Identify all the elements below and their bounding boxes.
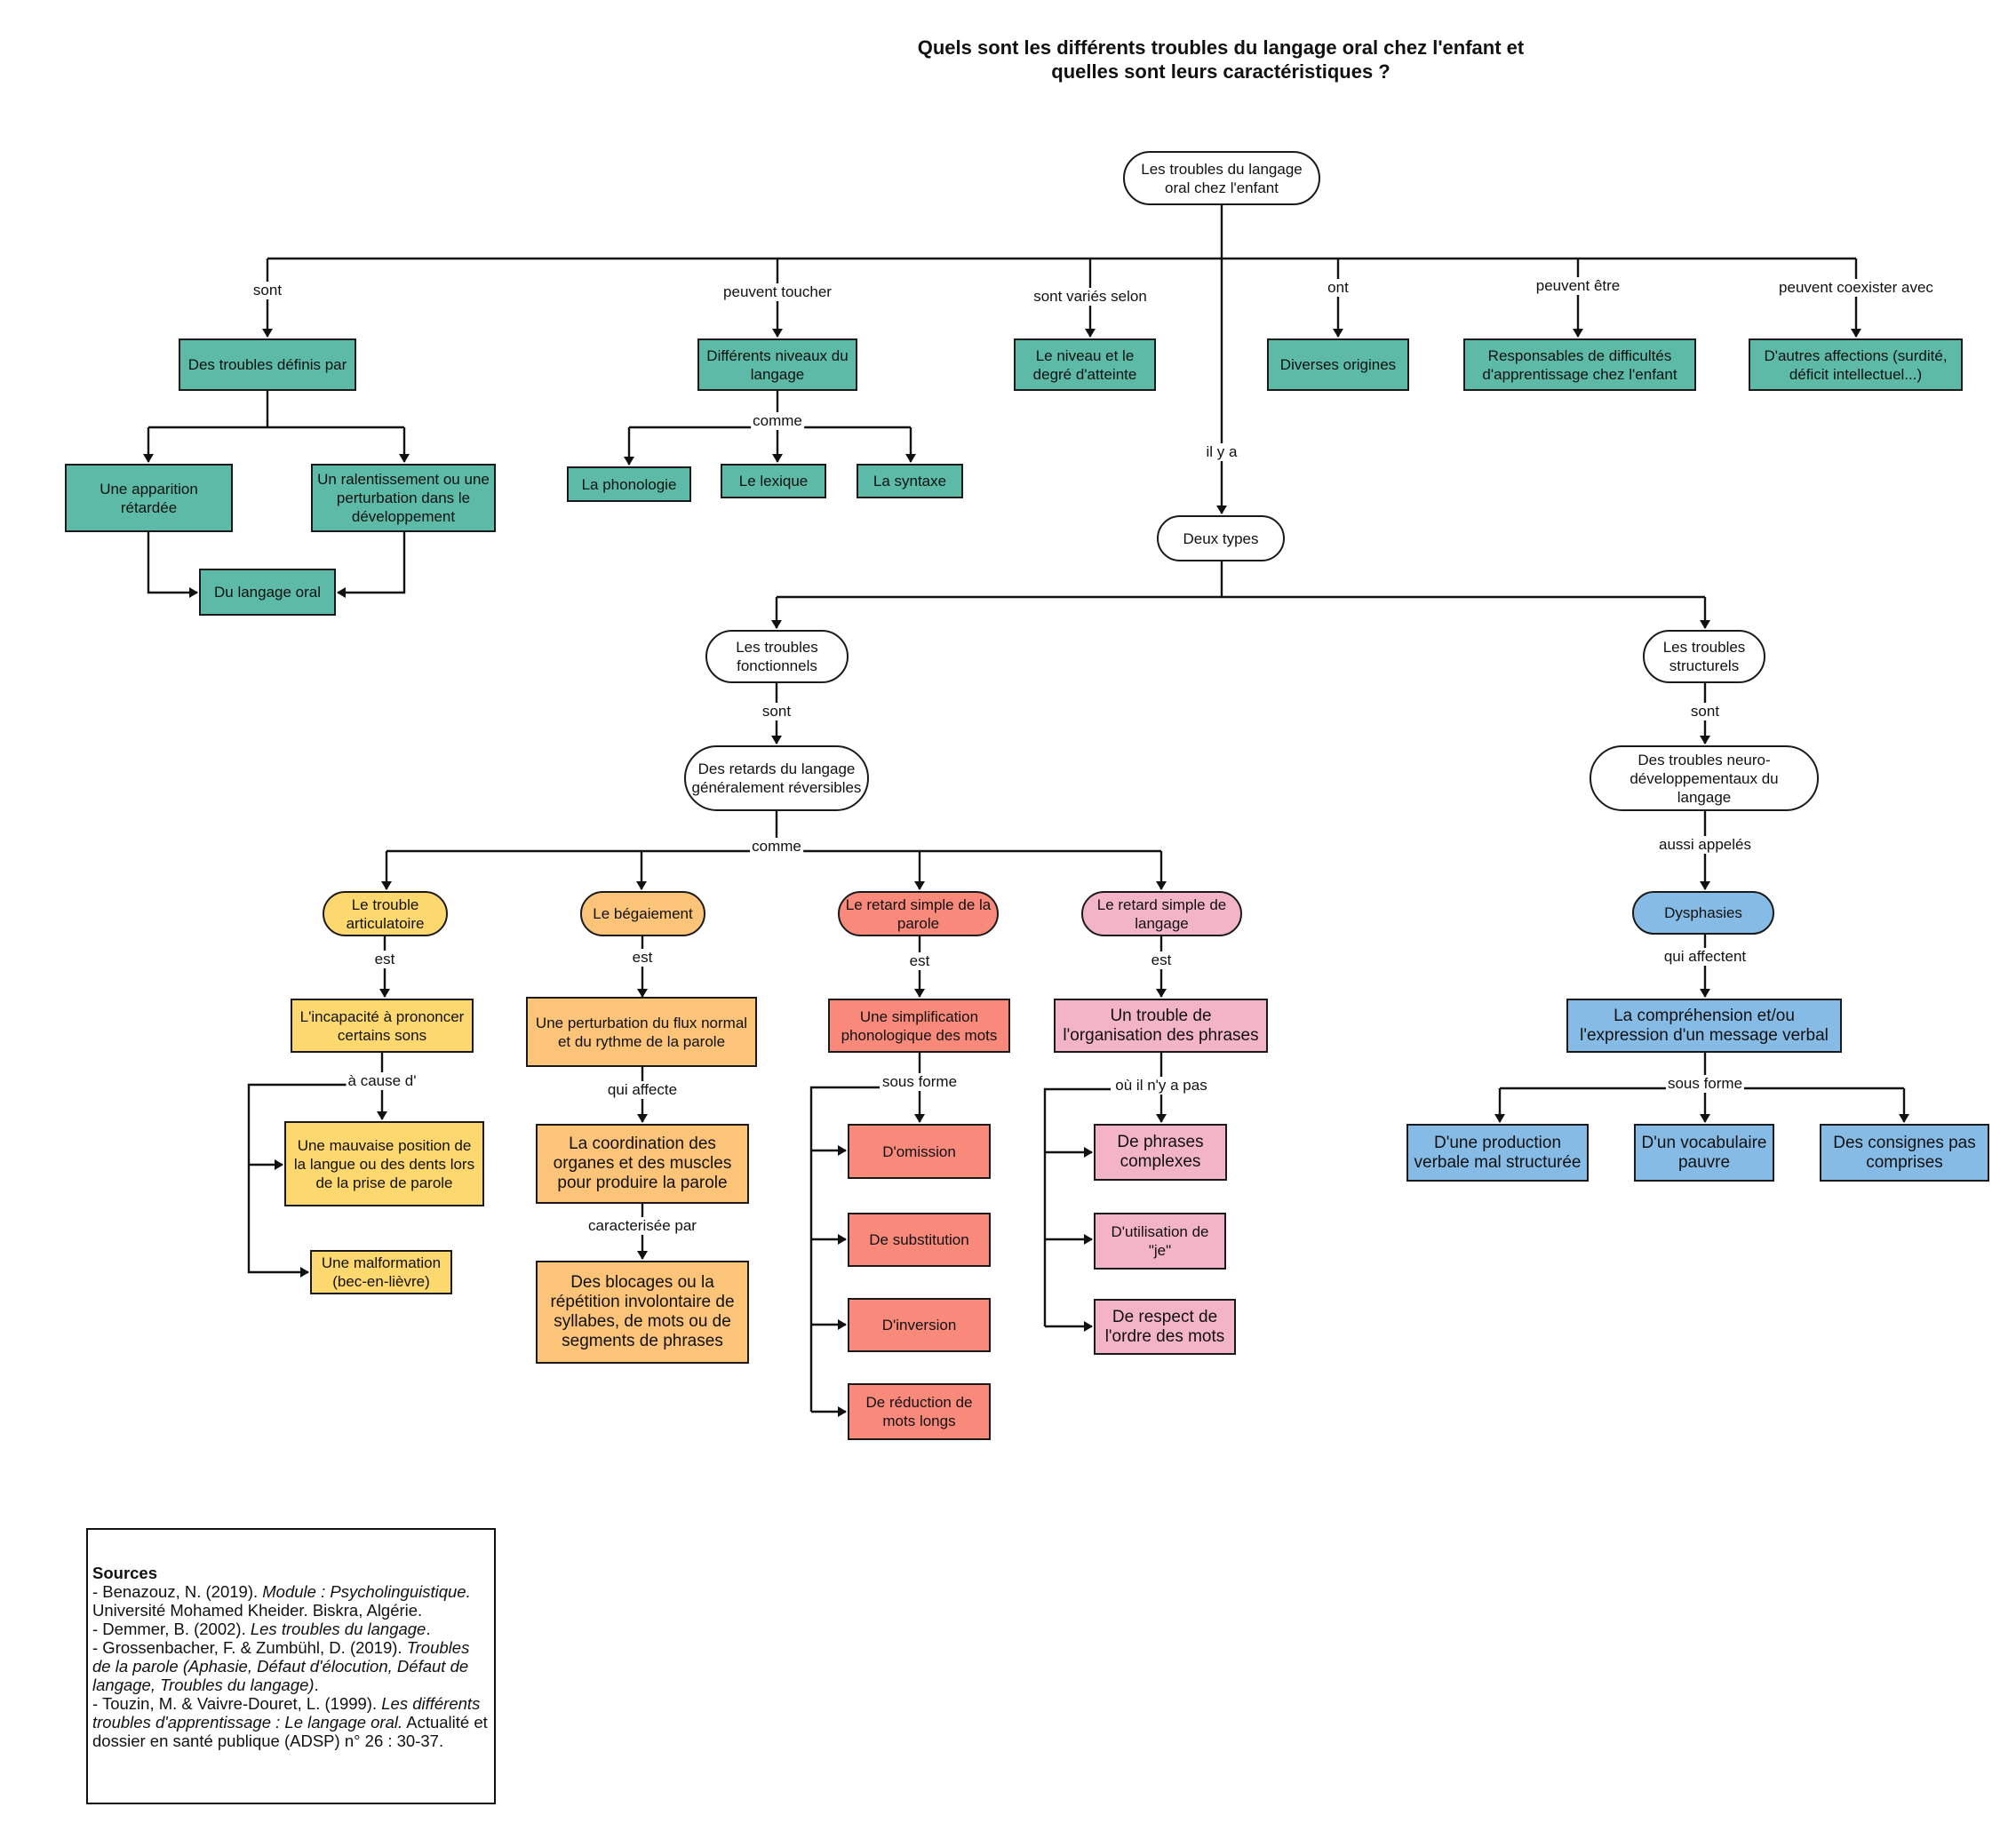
source-ref-1-publisher: Université Mohamed Kheider. Biskra, Algé… xyxy=(92,1601,423,1620)
source-ref-2: - Demmer, B. (2002). Les troubles du lan… xyxy=(92,1620,490,1638)
node-troubles-fonctionnels[interactable]: Les troubles fonctionnels xyxy=(705,630,849,683)
diagram-title: Quels sont les différents troubles du la… xyxy=(777,36,1665,84)
title-line-2: quelles sont leurs caractéristiques ? xyxy=(1051,60,1390,83)
edge-label-qui-affectent: qui affectent xyxy=(1661,948,1749,966)
edge-label-peuvent-toucher: peuvent toucher xyxy=(721,283,833,301)
node-apparition-retardee[interactable]: Une apparition rétardée xyxy=(65,464,233,532)
node-consignes-pas-comprises[interactable]: Des consignes pas comprises xyxy=(1820,1124,1989,1182)
source-ref-2-title: Les troubles du langage xyxy=(250,1620,426,1638)
node-niveau-degre[interactable]: Le niveau et le degré d'atteinte xyxy=(1014,338,1156,391)
node-organisation-phrases[interactable]: Un trouble de l'organisation des phrases xyxy=(1054,999,1268,1053)
edge-label-sous-forme-parole: sous forme xyxy=(880,1073,960,1091)
node-phonologie[interactable]: La phonologie xyxy=(567,466,691,502)
node-inversion[interactable]: D'inversion xyxy=(848,1298,991,1352)
edge-label-est-parole: est xyxy=(907,952,932,970)
node-substitution[interactable]: De substitution xyxy=(848,1213,991,1267)
node-lexique[interactable]: Le lexique xyxy=(721,464,826,498)
node-simplification[interactable]: Une simplification phonologique des mots xyxy=(828,999,1010,1053)
node-phrases-complexes[interactable]: De phrases complexes xyxy=(1094,1124,1227,1181)
node-autres-affections[interactable]: D'autres affections (surdité, déficit in… xyxy=(1749,338,1963,391)
node-vocabulaire-pauvre[interactable]: D'un vocabulaire pauvre xyxy=(1634,1124,1774,1182)
node-troubles-definis[interactable]: Des troubles définis par xyxy=(179,338,356,391)
source-ref-1-authors: - Benazouz, N. (2019). xyxy=(92,1582,263,1601)
node-syntaxe[interactable]: La syntaxe xyxy=(857,464,963,498)
node-begaiement[interactable]: Le bégaiement xyxy=(580,891,705,936)
node-production-verbale[interactable]: D'une production verbale mal structurée xyxy=(1406,1124,1589,1182)
node-reduction[interactable]: De réduction de mots longs xyxy=(848,1383,991,1440)
node-comprehension-expression[interactable]: La compréhension et/ou l'expression d'un… xyxy=(1566,999,1842,1053)
edge-label-sont-structurels: sont xyxy=(1688,703,1722,720)
title-line-1: Quels sont les différents troubles du la… xyxy=(917,36,1525,59)
edge-label-sont: sont xyxy=(251,282,284,299)
node-dysphasies[interactable]: Dysphasies xyxy=(1632,891,1774,935)
edge-label-ont: ont xyxy=(1326,279,1351,297)
node-malformation[interactable]: Une malformation (bec-en-lièvre) xyxy=(310,1250,452,1294)
source-ref-2-end: . xyxy=(426,1620,431,1638)
edge-label-est-langage: est xyxy=(1149,951,1174,969)
node-ralentissement[interactable]: Un ralentissement ou une perturbation da… xyxy=(311,464,496,532)
edge-label-a-cause: à cause d' xyxy=(346,1072,418,1090)
node-deux-types[interactable]: Deux types xyxy=(1157,515,1285,561)
node-responsables[interactable]: Responsables de difficultés d'apprentiss… xyxy=(1463,338,1696,391)
source-ref-3-end: . xyxy=(314,1676,319,1694)
edge-label-comme-fonctionnels: comme xyxy=(750,838,803,856)
node-retard-langage[interactable]: Le retard simple de langage xyxy=(1081,891,1242,936)
source-ref-2-authors: - Demmer, B. (2002). xyxy=(92,1620,251,1638)
edge-label-sont-varies-selon: sont variés selon xyxy=(1032,288,1149,306)
node-retard-parole[interactable]: Le retard simple de la parole xyxy=(838,891,999,936)
edge-label-il-y-a: il y a xyxy=(1204,443,1239,461)
source-ref-4: - Touzin, M. & Vaivre-Douret, L. (1999).… xyxy=(92,1694,490,1750)
edge-label-est-articulatoire: est xyxy=(372,951,397,968)
node-respect-ordre[interactable]: De respect de l'ordre des mots xyxy=(1094,1299,1236,1355)
source-ref-3-authors: - Grossenbacher, F. & Zumbühl, D. (2019)… xyxy=(92,1638,407,1657)
node-omission[interactable]: D'omission xyxy=(848,1124,991,1179)
node-incapacite[interactable]: L'incapacité à prononcer certains sons xyxy=(291,999,474,1053)
source-ref-1-title: Module : Psycholinguistique. xyxy=(262,1582,471,1601)
edge-label-sous-forme-structurels: sous forme xyxy=(1665,1075,1745,1093)
node-troubles-structurels[interactable]: Les troubles structurels xyxy=(1643,630,1765,683)
node-diverses-origines[interactable]: Diverses origines xyxy=(1267,338,1409,391)
node-niveaux-langage[interactable]: Différents niveaux du langage xyxy=(697,338,857,391)
edge-label-est-begaiement: est xyxy=(630,949,655,967)
node-blocages[interactable]: Des blocages ou la répétition involontai… xyxy=(536,1261,749,1364)
edge-label-peuvent-coexister: peuvent coexister avec xyxy=(1777,279,1935,297)
sources-box: Sources - Benazouz, N. (2019). Module : … xyxy=(86,1528,496,1804)
edge-label-ou-il-ny-a-pas: où il n'y a pas xyxy=(1113,1077,1209,1095)
source-ref-4-title: Les différents troubles d'apprentissage … xyxy=(92,1694,481,1732)
sources-heading: Sources xyxy=(92,1564,158,1582)
source-ref-3-title: Troubles de la parole (Aphasie, Défaut d… xyxy=(92,1638,470,1694)
node-utilisation-je[interactable]: D'utilisation de "je" xyxy=(1094,1213,1226,1270)
edge-label-comme-niveaux: comme xyxy=(751,412,804,430)
node-neuro-developpementaux[interactable]: Des troubles neuro-développementaux du l… xyxy=(1590,745,1819,811)
node-perturbation-flux[interactable]: Une perturbation du flux normal et du ry… xyxy=(526,997,757,1067)
source-ref-4-authors: - Touzin, M. & Vaivre-Douret, L. (1999). xyxy=(92,1694,382,1713)
source-ref-4-publisher: Actualité et dossier en santé publique (… xyxy=(92,1713,488,1750)
node-coordination[interactable]: La coordination des organes et des muscl… xyxy=(536,1124,749,1204)
source-ref-1: - Benazouz, N. (2019). Module : Psycholi… xyxy=(92,1582,490,1620)
node-trouble-articulatoire[interactable]: Le trouble articulatoire xyxy=(323,891,448,936)
edge-label-aussi-appeles: aussi appelés xyxy=(1657,836,1753,854)
node-retards-reversibles[interactable]: Des retards du langage généralement réve… xyxy=(684,745,869,811)
root-node[interactable]: Les troubles du langage oral chez l'enfa… xyxy=(1123,151,1320,205)
edge-label-caracterisee-par: caracterisée par xyxy=(586,1217,698,1235)
node-langage-oral[interactable]: Du langage oral xyxy=(199,569,336,616)
source-ref-3: - Grossenbacher, F. & Zumbühl, D. (2019)… xyxy=(92,1638,490,1694)
edge-label-sont-fonctionnels: sont xyxy=(760,703,793,720)
node-mauvaise-position[interactable]: Une mauvaise position de la langue ou de… xyxy=(284,1121,484,1206)
edge-label-peuvent-etre: peuvent être xyxy=(1534,277,1622,295)
edge-label-qui-affecte: qui affecte xyxy=(605,1081,680,1099)
